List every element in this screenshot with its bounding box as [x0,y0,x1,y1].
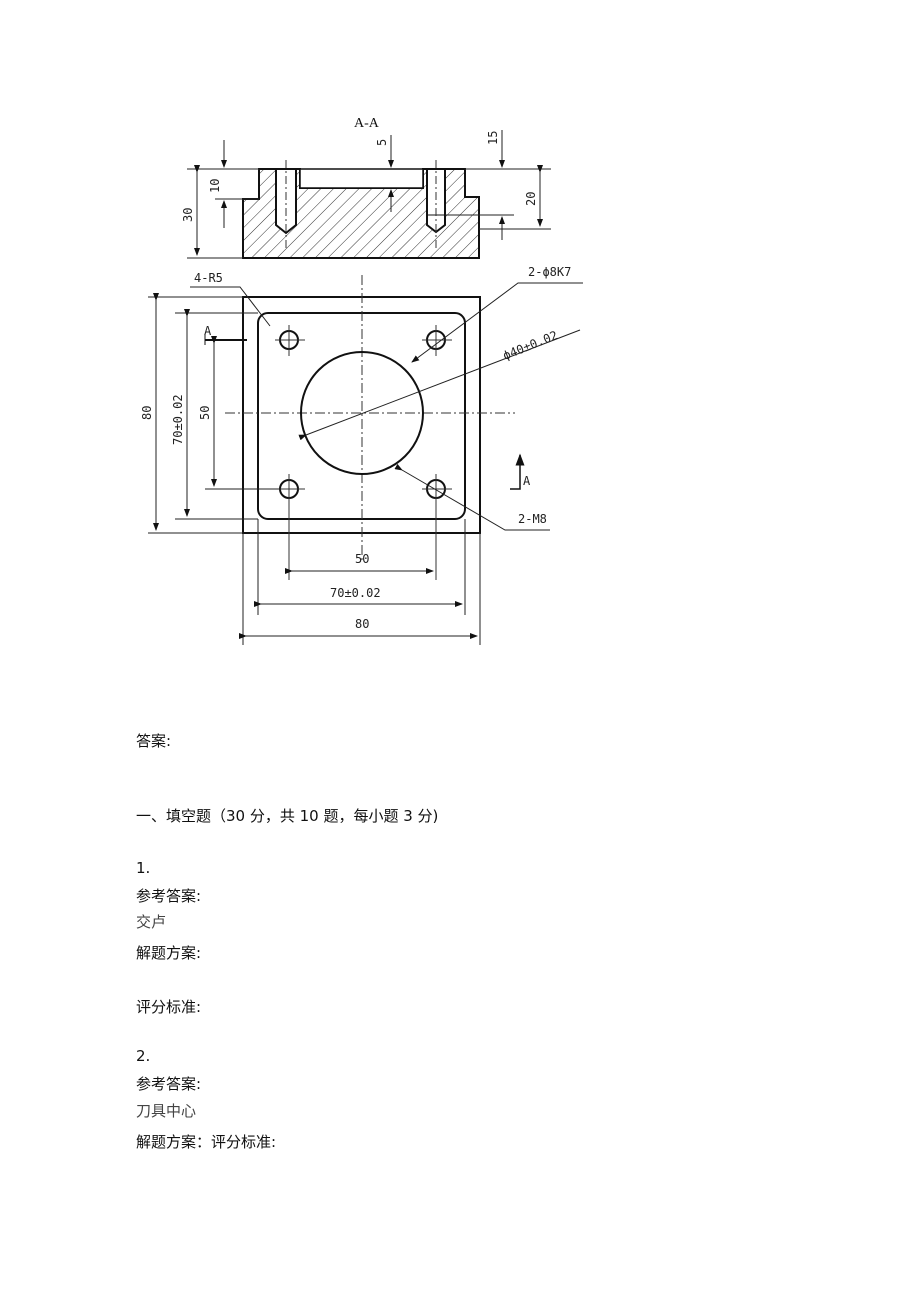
section-mark-right: A [523,474,531,488]
section-title: A-A [354,116,380,131]
dim-w50: 50 [355,552,369,566]
dim-h80: 80 [140,406,154,420]
question-number: 1. [136,859,151,877]
engineering-drawing: A-A 30 10 5 15 20 [140,116,583,645]
dim-20: 20 [524,192,538,206]
label-threads: 2-M8 [518,512,547,526]
section-view: A-A 30 10 5 15 20 [181,116,551,259]
question-number: 2. [136,1047,151,1065]
dim-15: 15 [486,131,500,145]
label-pin-holes: 2-ϕ8K7 [528,265,571,279]
dim-10: 10 [208,179,222,193]
dim-5: 5 [375,139,389,146]
dim-30: 30 [181,208,195,222]
answer-heading: 答案: [136,732,172,750]
plan-view: ϕ40±0.02 4-R5 2-ϕ8K7 2-M8 [140,265,583,645]
label-fillet: 4-R5 [194,271,223,285]
dim-h50: 50 [198,406,212,420]
section-mark-left: A [204,324,212,338]
solution-label: 解题方案: [136,944,202,962]
dim-w80: 80 [355,617,369,631]
hole-bottom-right [422,474,452,580]
hole-bottom-left [275,474,305,580]
reference-answer: 刀具中心 [136,1102,197,1120]
hole-top-left [275,325,305,356]
section-heading: 一、填空题（30 分，共 10 题，每小题 3 分) [136,807,439,825]
label-bore: ϕ40±0.02 [501,328,560,363]
dim-h70: 70±0.02 [171,394,185,445]
reference-answer: 交卢 [136,913,167,931]
reference-answer-label: 参考答案: [136,887,202,905]
grading-label: 评分标准: [136,998,202,1016]
hole-top-right [422,325,452,356]
dim-w70: 70±0.02 [330,586,381,600]
reference-answer-label: 参考答案: [136,1075,202,1093]
solution-grading-label: 解题方案：评分标准: [136,1133,277,1151]
